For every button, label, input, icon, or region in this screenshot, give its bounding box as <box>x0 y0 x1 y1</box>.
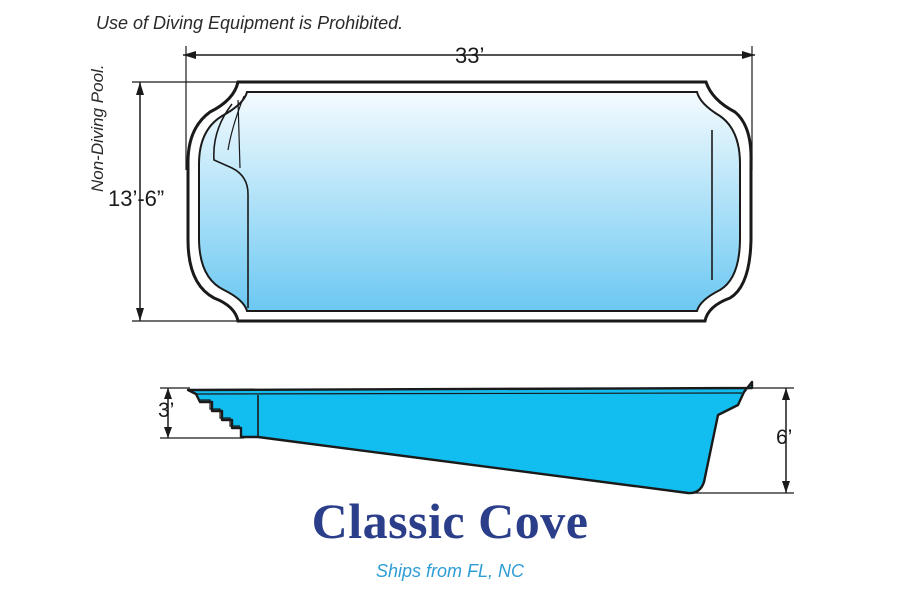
length-arrow-left <box>183 51 196 59</box>
ships-from-note: Ships from FL, NC <box>375 561 525 581</box>
non-diving-note: Non-Diving Pool. <box>88 64 107 192</box>
pool-profile-rim <box>195 392 743 395</box>
pool-plan-water <box>198 91 741 312</box>
deep-arrow-top <box>782 388 790 400</box>
pool-profile-steps-inner <box>200 399 240 427</box>
product-title: Classic Cove <box>311 493 589 549</box>
pool-plan-step-inner <box>227 95 245 151</box>
width-arrow-top <box>136 82 144 95</box>
shallow-depth-label: 3’ <box>158 399 175 422</box>
shallow-arrow-top <box>164 388 172 399</box>
pool-profile-body <box>186 380 754 495</box>
length-label: 33’ <box>455 43 485 68</box>
deep-depth-label: 6’ <box>776 426 793 449</box>
pool-plan-steps <box>213 103 249 308</box>
shallow-arrow-bottom <box>164 427 172 438</box>
length-arrow-right <box>742 51 755 59</box>
width-label: 13’-6” <box>108 186 165 211</box>
deep-arrow-bottom <box>782 481 790 493</box>
diving-warning: Use of Diving Equipment is Prohibited. <box>96 13 404 33</box>
width-arrow-bottom <box>136 308 144 321</box>
